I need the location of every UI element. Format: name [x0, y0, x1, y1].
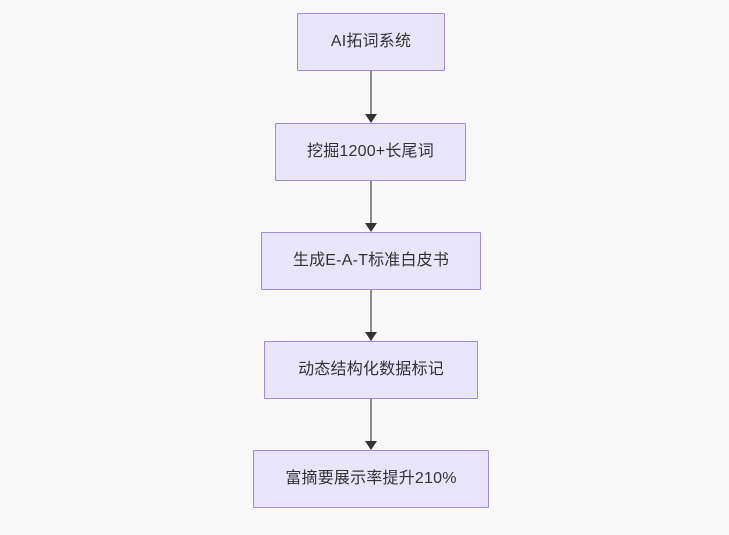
edge-line — [370, 399, 372, 441]
edge-node1-to-node2 — [361, 71, 381, 123]
node-label: 生成E-A-T标准白皮书 — [292, 252, 450, 269]
node-label: AI拓词系统 — [330, 33, 412, 50]
edge-node3-to-node4 — [361, 290, 381, 341]
edge-node2-to-node3 — [361, 181, 381, 232]
node-label: 动态结构化数据标记 — [298, 361, 444, 378]
node-label: 挖掘1200+长尾词 — [307, 143, 434, 160]
edge-node4-to-node5 — [361, 399, 381, 450]
arrow-head-icon — [365, 223, 377, 232]
flowchart-node-dynamic-structured-data-markup[interactable]: 动态结构化数据标记 — [264, 341, 478, 399]
edge-line — [370, 290, 372, 332]
flowchart-node-ai-keyword-expansion-system[interactable]: AI拓词系统 — [297, 13, 445, 71]
node-label: 富摘要展示率提升210% — [285, 470, 457, 487]
flowchart-node-rich-snippet-impression-lift[interactable]: 富摘要展示率提升210% — [253, 450, 489, 508]
edge-line — [370, 71, 372, 114]
edge-line — [370, 181, 372, 223]
arrow-head-icon — [365, 441, 377, 450]
flowchart-node-generate-eat-whitepaper[interactable]: 生成E-A-T标准白皮书 — [261, 232, 481, 290]
flowchart-node-mine-long-tail-keywords[interactable]: 挖掘1200+长尾词 — [275, 123, 466, 181]
arrow-head-icon — [365, 114, 377, 123]
arrow-head-icon — [365, 332, 377, 341]
